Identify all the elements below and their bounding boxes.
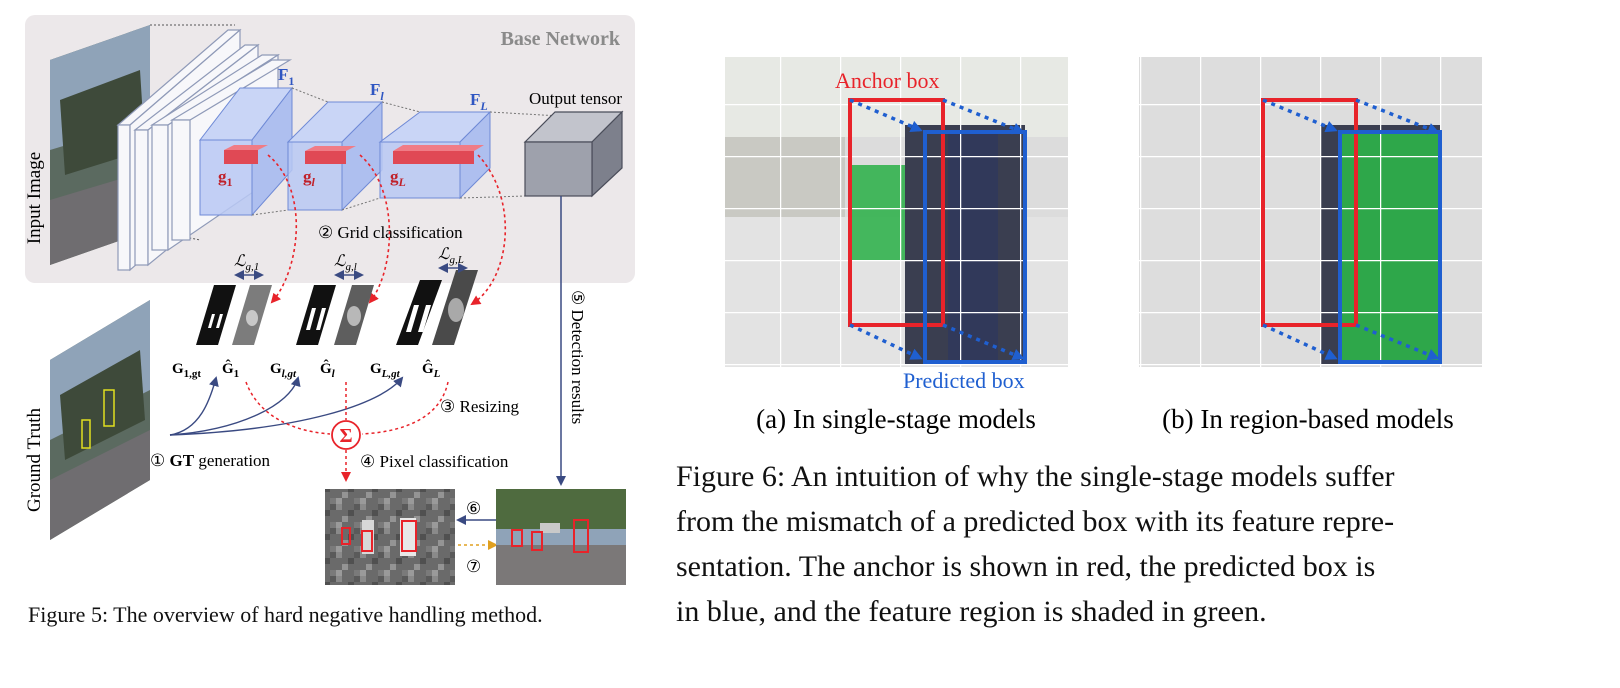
- gt-grid-l: [296, 285, 336, 345]
- Glhat-label: Ĝ: [320, 359, 332, 377]
- subcaption-a: (a) In single-stage models: [756, 404, 1036, 434]
- svg-text:ℒg,l: ℒg,l: [334, 253, 357, 273]
- figure6-caption: Figure 6: An intuition of why the single…: [676, 454, 1395, 634]
- panel-a: [725, 57, 1068, 367]
- fL-label: F: [470, 90, 480, 109]
- step1-number: ①: [150, 451, 165, 470]
- gL-label: g: [390, 167, 399, 186]
- grid-classification-label: ② Grid classification: [318, 223, 463, 242]
- gl-label: g: [303, 167, 312, 186]
- svg-text:FL: FL: [470, 90, 488, 113]
- feature-cube-fl: [286, 100, 384, 212]
- gt-generation-arrows: [169, 376, 404, 436]
- anchor-box-b: [1261, 98, 1358, 327]
- predicted-box-b: [1338, 130, 1442, 364]
- svg-text:G1,gt: G1,gt: [172, 361, 201, 380]
- predicted-box-label: Predicted box: [903, 368, 1025, 393]
- feature-cube-fL: [378, 110, 492, 200]
- step6-label: ⑥: [466, 499, 481, 518]
- pixel-map: [325, 489, 455, 585]
- gt-grid-L: [396, 280, 442, 345]
- offset-arrows-a: [849, 98, 1025, 361]
- svg-text:Fl: Fl: [370, 80, 384, 103]
- cube-connectors: [251, 87, 561, 216]
- step1-gt: GT: [170, 451, 195, 470]
- step1-generation: generation: [198, 451, 270, 470]
- figure6-caption-line: from the mismatch of a predicted box wit…: [676, 505, 1395, 538]
- f1-label: F: [278, 65, 288, 84]
- svg-text:F1: F1: [278, 65, 294, 88]
- sigma-label: Σ: [339, 425, 352, 447]
- fl-label: F: [370, 80, 380, 99]
- figure6-caption-line: sentation. The anchor is shown in red, t…: [676, 550, 1376, 583]
- detection-results-label: ⑤ Detection results: [568, 290, 587, 424]
- svg-text:Gl,gt: Gl,gt: [270, 361, 297, 380]
- ground-truth-label: Ground Truth: [24, 408, 45, 512]
- figure6-caption-line: Figure 6: An intuition of why the single…: [676, 460, 1395, 493]
- anchor-box-label: Anchor box: [835, 68, 939, 93]
- ground-truth-image: [50, 300, 150, 540]
- output-tensor-label: Output tensor: [529, 89, 622, 108]
- loss-L-label: ℒ: [438, 246, 450, 263]
- svg-text:ℒg,1: ℒg,1: [234, 253, 259, 273]
- detection-result-image: [496, 489, 626, 585]
- svg-text:gl: gl: [303, 167, 316, 189]
- figure5-caption: Figure 5: The overview of hard negative …: [28, 602, 543, 627]
- svg-text:① GT generation: ① GT generation: [150, 451, 271, 470]
- input-image-label: Input Image: [24, 152, 45, 244]
- svg-text:gL: gL: [390, 167, 406, 189]
- grid-arrows: [267, 154, 507, 306]
- loss-1-label: ℒ: [234, 253, 246, 270]
- figure6-caption-line: in blue, and the feature region is shade…: [676, 595, 1267, 628]
- svg-text:ĜL: ĜL: [422, 359, 441, 380]
- svg-text:Ĝ1: Ĝ1: [222, 359, 239, 380]
- svg-text:GL,gt: GL,gt: [370, 361, 401, 380]
- base-network-label: Base Network: [501, 28, 621, 50]
- anchor-box-a: [848, 98, 945, 327]
- g1-label: g: [218, 167, 227, 186]
- step7-label: ⑦: [466, 557, 481, 576]
- sum-node: [331, 420, 361, 450]
- figure5-diagram: Base Network Input Image: [24, 15, 635, 585]
- GLhat-label: Ĝ: [422, 359, 434, 377]
- loss-arrows: [234, 263, 468, 280]
- pred-grid-l: [334, 285, 374, 345]
- svg-text:Ĝl: Ĝl: [320, 359, 336, 380]
- pred-grid-1: [232, 285, 272, 345]
- panel-b: [1139, 57, 1482, 367]
- G1hat-label: Ĝ: [222, 359, 234, 377]
- loss-l-label: ℒ: [334, 253, 346, 270]
- G1gt-label: G: [172, 361, 184, 377]
- GLgt-label: G: [370, 361, 382, 377]
- svg-text:ℒg,L: ℒg,L: [438, 246, 464, 266]
- subcaption-b: (b) In region-based models: [1162, 404, 1454, 434]
- feature-cube-f1: [198, 86, 294, 217]
- offset-arrows-b: [1262, 98, 1440, 361]
- output-tensor: [523, 110, 624, 198]
- gt-grid-1: [196, 285, 236, 345]
- svg-text:g1: g1: [218, 167, 233, 189]
- resizing-arrows: [245, 381, 449, 482]
- predicted-box-a: [923, 130, 1027, 364]
- pred-grid-L: [432, 270, 478, 345]
- Glgt-label: G: [270, 361, 282, 377]
- pixel-classification-label: ④ Pixel classification: [360, 452, 509, 471]
- resizing-label: ③ Resizing: [440, 397, 519, 416]
